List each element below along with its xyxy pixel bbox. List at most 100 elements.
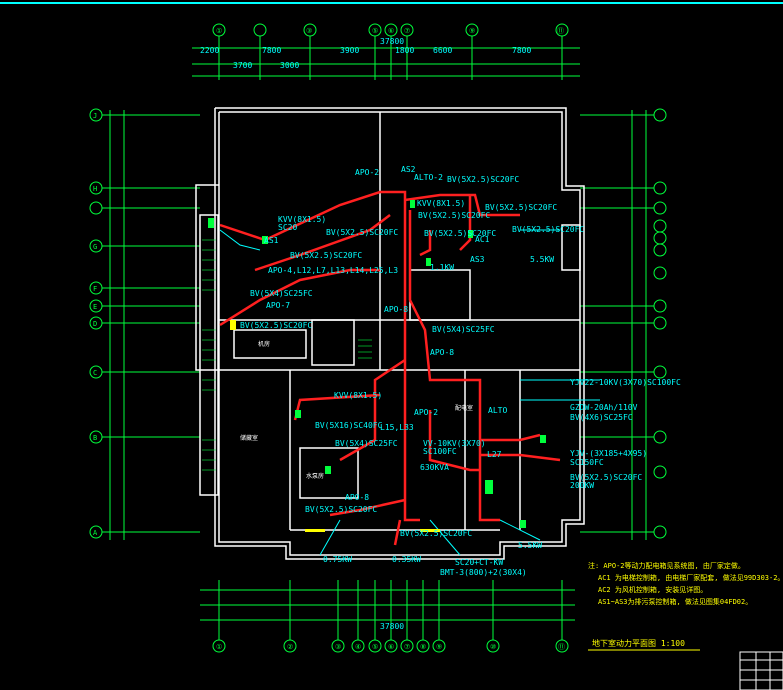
- label-cable-top: BV(5X2.5)SC20FC: [447, 175, 519, 184]
- notes-head: 注: APO-2等动力配电箱见系统图, 由厂家定做。: [588, 561, 745, 570]
- label-sc150: SC150FC: [570, 458, 604, 467]
- label-035: 0.35KW: [392, 555, 421, 564]
- axis-bubble-2: [253, 23, 267, 37]
- label-l15: L15,L33: [380, 423, 414, 432]
- label-cable-bv4: BV(5X4)SC25FC: [250, 289, 313, 298]
- label-power-right: 5.5KW: [530, 255, 554, 264]
- row-label-F: F: [93, 285, 97, 293]
- top-dim-3: 3900: [340, 46, 359, 55]
- control-wiring: [219, 229, 600, 556]
- notes-line-1: AC1 为电梯控制箱, 由电梯厂家配套, 做法见99D303-2。: [598, 573, 783, 582]
- axis-label-9: ⑨: [469, 27, 475, 35]
- label-bv-b2: BV(5X2.5)SC20FC: [400, 529, 472, 538]
- bottom-axis-1: ①: [216, 643, 222, 651]
- axis-label-11: ⑪: [557, 27, 564, 35]
- label-cable-right: BV(5X2.5)SC20FC: [512, 225, 584, 234]
- building-walls: [195, 107, 585, 560]
- label-as3: AS3: [470, 255, 485, 264]
- top-dim-r2-2: 3000: [280, 61, 299, 70]
- label-yjv22: YJV22-10KV(3X70)SC100FC: [570, 378, 681, 387]
- room-label-4: 水泵房: [306, 472, 324, 480]
- label-ap0-4: APO-4,L12,L7,L13,L14,L25,L3: [268, 266, 398, 275]
- drawing-title: 地下室动力平面图 1:100: [592, 638, 685, 648]
- room-label-2: 储藏室: [240, 434, 258, 442]
- label-sc100: SC100FC: [423, 447, 457, 456]
- bottom-axis-2: ②: [287, 643, 293, 651]
- label-kvv-2: KVV(8X1.5): [417, 199, 465, 208]
- label-cable-right-top: BV(5X2.5)SC20FC: [485, 203, 557, 212]
- label-200kw: 200KW: [570, 481, 594, 490]
- label-kvv-3: KVV(8X1.5): [334, 391, 382, 400]
- label-vv: VV-10KV(3X70): [423, 439, 486, 448]
- label-ap0-8: APO-8: [430, 348, 454, 357]
- label-075: 0.75KW: [323, 555, 352, 564]
- label-power-br: 5.5KW: [518, 541, 542, 550]
- top-dim-2: 7800: [262, 46, 281, 55]
- axis-label-3: ③: [306, 27, 312, 35]
- axis-label-6: ⑥: [388, 27, 394, 35]
- bottom-axis-7: ⑦: [404, 643, 410, 651]
- axis-label-7: ⑦: [404, 27, 410, 35]
- label-ap0-6: APO-8: [345, 493, 369, 502]
- right-axis-group: [580, 108, 667, 540]
- label-power-1: 1.1KW: [430, 263, 454, 272]
- top-dim-r2-1: 3700: [233, 61, 252, 70]
- axis-label-5: ⑤: [372, 27, 378, 35]
- row-label-J: J: [93, 112, 97, 120]
- bottom-axis-6: ⑥: [388, 643, 394, 651]
- label-bv5x16: BV(5X16)SC40FC: [315, 421, 383, 430]
- label-cable-left: BV(5X2.5)SC20FC: [290, 251, 362, 260]
- bottom-axis-3: ③: [335, 643, 341, 651]
- stair-hatch: [202, 239, 372, 471]
- label-ap0-2: APO-2: [355, 168, 379, 177]
- top-dim-6: 7800: [512, 46, 531, 55]
- label-sc20: SC20: [278, 223, 297, 232]
- title-block: [739, 651, 783, 690]
- label-as1: AS1: [264, 236, 279, 245]
- label-ap0-1: APO-2: [414, 408, 438, 417]
- top-dim-4: 1800: [395, 46, 414, 55]
- bottom-axis-9: ⑨: [436, 643, 442, 651]
- bottom-axis-5: ⑤: [372, 643, 378, 651]
- label-bv5x4-2: BV(5X4)SC25FC: [335, 439, 398, 448]
- top-axis-group: [192, 23, 580, 80]
- yellow-markers: [230, 320, 440, 532]
- bottom-axis-group: [200, 580, 575, 653]
- bottom-axis-4: ④: [355, 643, 361, 651]
- row-label-B: B: [93, 434, 97, 442]
- label-cable-mid: BV(5X2.5)SC20FC: [326, 228, 398, 237]
- label-yjv: YJV-(3X185+4X95): [570, 449, 647, 458]
- label-gzdw: GZDW-20Ah/110V: [570, 403, 638, 412]
- row-label-C: C: [93, 369, 97, 377]
- top-total-dim: 37800: [380, 37, 404, 46]
- bottom-total-dim: 37800: [380, 622, 404, 631]
- top-dim-5: 6600: [433, 46, 452, 55]
- label-kvv: KVV(8X1.5): [278, 215, 326, 224]
- label-al0-2: ALTO-2: [414, 173, 443, 182]
- label-cable-d: BV(5X2.5)SC20FC: [240, 321, 312, 330]
- label-ap0-7: APO-7: [266, 301, 290, 310]
- label-630: 630KVA: [420, 463, 449, 472]
- room-label-3: 配电室: [455, 404, 473, 412]
- row-label-H: H: [93, 185, 97, 193]
- axis-label-1: ①: [216, 27, 222, 35]
- row-label-G: G: [93, 243, 97, 251]
- label-cable-as2: BV(5X2.5)SC20FC: [418, 211, 490, 220]
- label-bv5x4: BV(5X4)SC25FC: [432, 325, 495, 334]
- row-label-D: D: [93, 320, 97, 328]
- label-as2: AS2: [401, 165, 416, 174]
- label-busway: BMT-3(800)+2(30X4): [440, 568, 527, 577]
- label-l27: L27: [487, 450, 502, 459]
- left-axis-group: [89, 108, 200, 540]
- label-sc20ct: SC20+CT-KW: [455, 558, 503, 567]
- label-bv-bottom: BV(5X2.5)SC20FC: [305, 505, 377, 514]
- row-label-E: E: [93, 303, 97, 311]
- notes-line-2: AC2 为风机控制箱, 安装见详图。: [598, 585, 707, 594]
- bottom-axis-10: ⑩: [490, 643, 496, 651]
- label-alto: ALTO: [488, 406, 507, 415]
- row-label-A: A: [93, 529, 98, 537]
- top-dim-1: 2200: [200, 46, 219, 55]
- notes-line-3: AS1~AS3为排污泵控制箱, 做法见图集04FD02。: [598, 597, 752, 606]
- label-bv4x6: BV(4X6)SC25FC: [570, 413, 633, 422]
